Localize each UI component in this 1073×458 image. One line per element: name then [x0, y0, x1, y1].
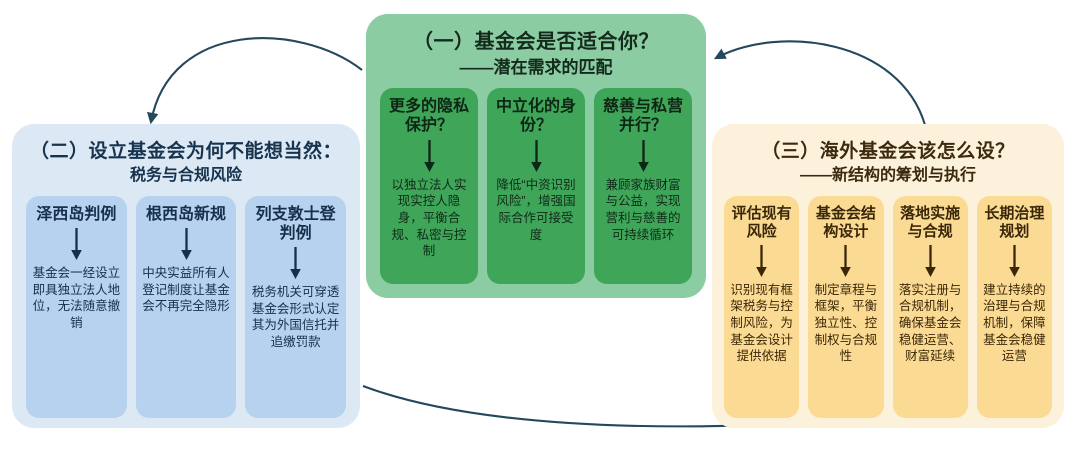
blue-card-1-title: 泽西岛判例: [36, 205, 117, 223]
orange-section-subtitle: ——新结构的筹划与执行: [799, 166, 976, 184]
orange-card-2-body: 制定章程与框架，平衡独立性、控制权与合规性: [814, 282, 878, 364]
blue-card-2[interactable]: 根西岛新规 中央实益所有人登记制度让基金会不再完全隐形: [135, 195, 237, 418]
green-card-1-body: 以独立法人实现实控人隐身，平衡合规、私密与控制: [391, 177, 467, 259]
green-card-1-title: 更多的隐私保护？: [388, 98, 469, 135]
green-card-3[interactable]: 慈善与私营并行？ 兼顾家族财富与公益，实现营利与慈善的可持续循环: [594, 88, 692, 285]
orange-card-2-title: 基金会结构设计: [815, 204, 876, 240]
green-card-1[interactable]: 更多的隐私保护？ 以独立法人实现实控人隐身，平衡合规、私密与控制: [380, 88, 478, 285]
orange-to-green-arrow: [713, 40, 927, 126]
down-arrow-icon: [1009, 244, 1020, 277]
orange-card-3-title: 落地实施与合规: [900, 204, 961, 240]
orange-card-row: 评估现有风险 识别现有框架税务与控制风险，为基金会设计提供依据 基金会结构设计 …: [724, 195, 1052, 418]
down-arrow-icon: [180, 227, 192, 260]
blue-card-1-body: 基金会一经设立即具独立法人地位，无法随意撤销: [32, 265, 121, 330]
down-arrow-icon: [924, 244, 936, 277]
orange-card-1[interactable]: 评估现有风险 识别现有框架税务与控制风险，为基金会设计提供依据: [724, 195, 800, 418]
green-section-subtitle: ——潜在需求的匹配: [459, 58, 613, 77]
green-card-2-title: 中立化的身份？: [495, 98, 576, 135]
orange-card-1-title: 评估现有风险: [731, 204, 792, 240]
down-arrow-icon: [840, 244, 852, 277]
down-arrow-icon: [637, 139, 649, 172]
section-panel-blue: （二）设立基金会为何不能想当然： 税务与合规风险 泽西岛判例 基金会一经设立即具…: [12, 124, 360, 428]
orange-card-2[interactable]: 基金会结构设计 制定章程与框架，平衡独立性、控制权与合规性: [808, 195, 884, 418]
down-arrow-icon: [756, 244, 767, 277]
section-panel-orange: （三）海外基金会该怎么设？ ——新结构的筹划与执行 评估现有风险 识别现有框架税…: [712, 124, 1064, 428]
green-card-2-body: 降低“中资识别风险”，增强国际合作可接受度: [496, 177, 576, 242]
blue-card-2-body: 中央实益所有人登记制度让基金会不再完全隐形: [142, 265, 230, 314]
blue-card-3-title: 列支敦士登判例: [255, 205, 336, 242]
blue-section-title: （二）设立基金会为何不能想当然：: [29, 141, 342, 162]
orange-card-4[interactable]: 长期治理规划 建立持续的治理与合规机制，保障基金会稳健运营: [976, 195, 1052, 418]
green-card-3-title: 慈善与私营并行？: [602, 98, 683, 135]
orange-section-title: （三）海外基金会该怎么设？: [761, 141, 1015, 162]
down-arrow-icon: [290, 247, 301, 280]
green-card-row: 更多的隐私保护？ 以独立法人实现实控人隐身，平衡合规、私密与控制 中立化的身份？…: [380, 88, 692, 285]
blue-card-1[interactable]: 泽西岛判例 基金会一经设立即具独立法人地位，无法随意撤销: [26, 195, 127, 418]
down-arrow-icon: [71, 227, 82, 260]
section-panel-green: （一）基金会是否适合你？ ——潜在需求的匹配 更多的隐私保护？ 以独立法人实现实…: [366, 14, 706, 298]
blue-card-3-body: 税务机关可穿透基金会形式认定其为外国信托并追缴罚款: [251, 285, 340, 349]
orange-card-4-title: 长期治理规划: [984, 204, 1045, 240]
green-card-2[interactable]: 中立化的身份？ 降低“中资识别风险”，增强国际合作可接受度: [487, 88, 585, 285]
green-section-title: （一）基金会是否适合你？: [413, 31, 659, 53]
orange-card-3[interactable]: 落地实施与合规 落实注册与合规机制，确保基金会稳健运营、财富延续: [892, 195, 968, 418]
blue-card-3[interactable]: 列支敦士登判例 税务机关可穿透基金会形式认定其为外国信托并追缴罚款: [245, 195, 347, 418]
green-card-3-body: 兼顾家族财富与公益，实现营利与慈善的可持续循环: [605, 177, 681, 242]
orange-card-1-body: 识别现有框架税务与控制风险，为基金会设计提供依据: [730, 282, 793, 364]
orange-card-4-body: 建立持续的治理与合规机制，保障基金会稳健运营: [983, 282, 1046, 364]
down-arrow-icon: [423, 139, 435, 172]
blue-card-2-title: 根西岛新规: [146, 205, 227, 223]
green-to-blue-arrow: [147, 37, 363, 125]
blue-card-row: 泽西岛判例 基金会一经设立即具独立法人地位，无法随意撤销 根西岛新规 中央实益所…: [26, 195, 347, 418]
down-arrow-icon: [530, 139, 542, 172]
orange-card-3-body: 落实注册与合规机制，确保基金会稳健运营、财富延续: [898, 282, 962, 364]
blue-section-subtitle: 税务与合规风险: [129, 166, 242, 184]
